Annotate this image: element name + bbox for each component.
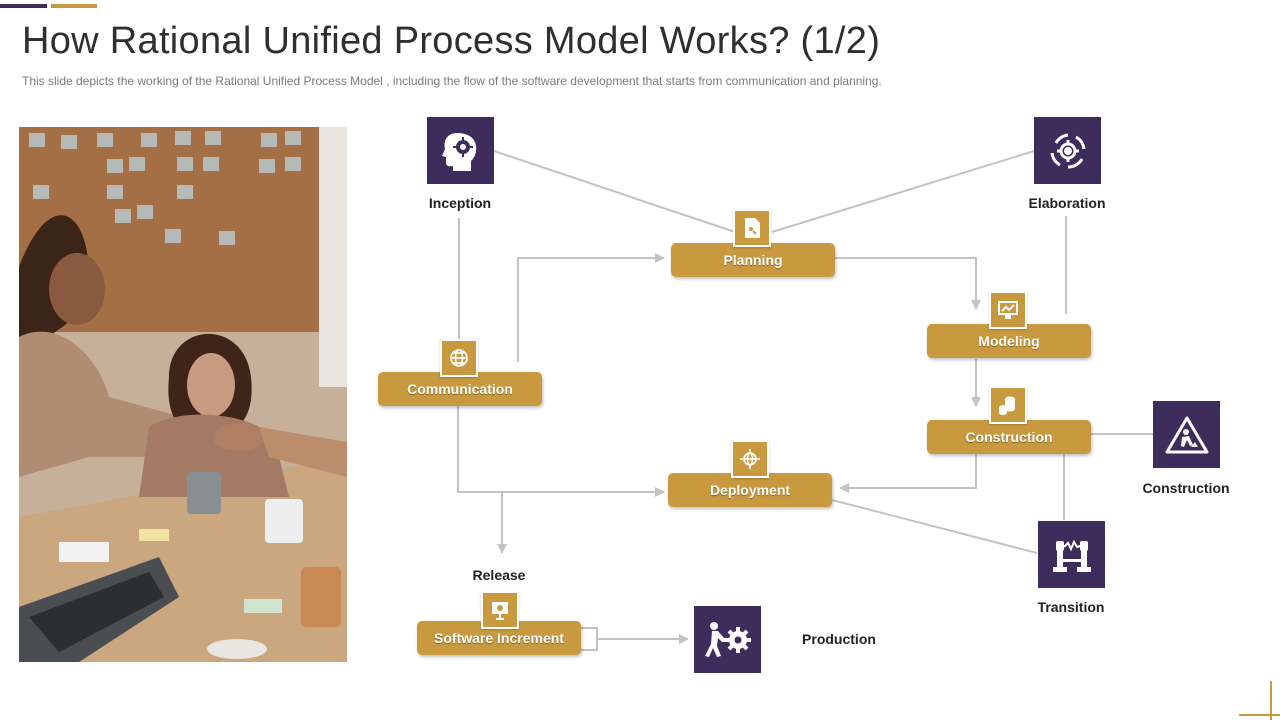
head-gear-icon: [427, 117, 494, 184]
connector-elaboration-planning: [771, 150, 1035, 233]
step-modeling: Modeling: [927, 324, 1091, 358]
connector-planning-modeling: [835, 257, 981, 310]
step-construction: Construction: [927, 420, 1091, 454]
phase-label-construction: Construction: [1142, 480, 1230, 496]
transition-machine-icon: [1038, 521, 1105, 588]
team-meeting-photo: [19, 127, 347, 662]
corner-decoration-vertical: [1270, 681, 1272, 720]
construction-sign-icon: [1153, 401, 1220, 468]
step-planning-label: Planning: [723, 252, 783, 268]
modeling-chart-icon: [989, 291, 1027, 329]
step-communication-label: Communication: [407, 381, 513, 397]
step-deployment-label: Deployment: [709, 482, 791, 498]
presentation-board-icon: [481, 591, 519, 629]
connector-increment-bracket: [581, 627, 598, 651]
page-subtitle: This slide depicts the working of the Ra…: [22, 74, 882, 88]
communication-globe-icon: [440, 339, 478, 377]
phase-label-elaboration: Elaboration: [1028, 195, 1106, 211]
step-construction-label: Construction: [965, 429, 1053, 445]
release-label: Release: [472, 567, 526, 583]
page-title: How Rational Unified Process Model Works…: [22, 20, 881, 62]
step-modeling-label: Modeling: [978, 333, 1040, 349]
phase-label-transition: Transition: [1037, 599, 1105, 615]
push-gear-icon: [694, 606, 761, 673]
step-software-increment-label: Software Increment: [434, 630, 564, 646]
connector-communication-deployment: [457, 406, 665, 497]
step-planning: Planning: [671, 243, 835, 277]
cycle-gear-icon: [1034, 117, 1101, 184]
team-meeting-illustration: [19, 127, 347, 662]
connector-inception-planning: [493, 150, 736, 233]
header-accent-gold: [51, 4, 97, 8]
connector-construction-deployment: [839, 454, 977, 493]
construction-coins-icon: [989, 386, 1027, 424]
step-deployment: Deployment: [668, 473, 832, 507]
deployment-globe-icon: [731, 440, 769, 478]
connector-deployment-transition: [831, 499, 1038, 554]
corner-decoration-horizontal: [1239, 714, 1280, 716]
planning-document-icon: [733, 209, 771, 247]
step-communication: Communication: [378, 372, 542, 406]
header-accent-dark: [0, 4, 47, 8]
phase-label-production: Production: [802, 631, 876, 647]
connector-communication-planning: [517, 253, 665, 362]
phase-label-inception: Inception: [428, 195, 492, 211]
